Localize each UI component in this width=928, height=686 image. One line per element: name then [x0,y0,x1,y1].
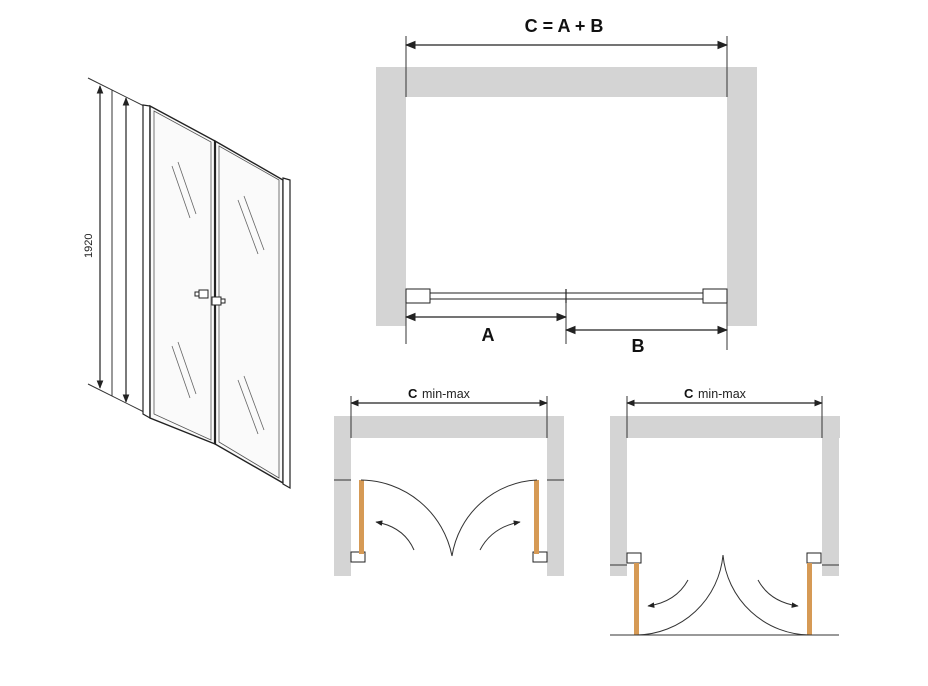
door-panel-left [359,480,364,554]
door-rail [405,288,728,304]
door-frame [142,104,291,490]
door-panel-right [807,563,812,635]
dim-c-letter: C [684,386,694,401]
dim-c-letter: C [408,386,418,401]
formula-label: C = A + B [525,16,604,36]
label-b: B [632,336,645,356]
plan-outward-walls [610,416,840,576]
perspective-view: 1920 [83,77,291,490]
plan-outward: C min-max [610,386,840,636]
door-handles [194,289,226,306]
top-plan: C = A + B A B [376,16,757,356]
door-panel-left [634,563,639,635]
glass-reflections [171,161,265,435]
height-dimension: 1920 [83,77,149,415]
top-plan-walls [376,67,757,326]
dim-min-max: min-max [698,387,747,401]
height-label: 1920 [83,234,95,258]
dim-min-max: min-max [422,387,471,401]
plan-inward-walls [334,416,564,576]
label-a: A [482,325,495,345]
plan-inward: C min-max [334,386,564,576]
door-panel-right [534,480,539,554]
